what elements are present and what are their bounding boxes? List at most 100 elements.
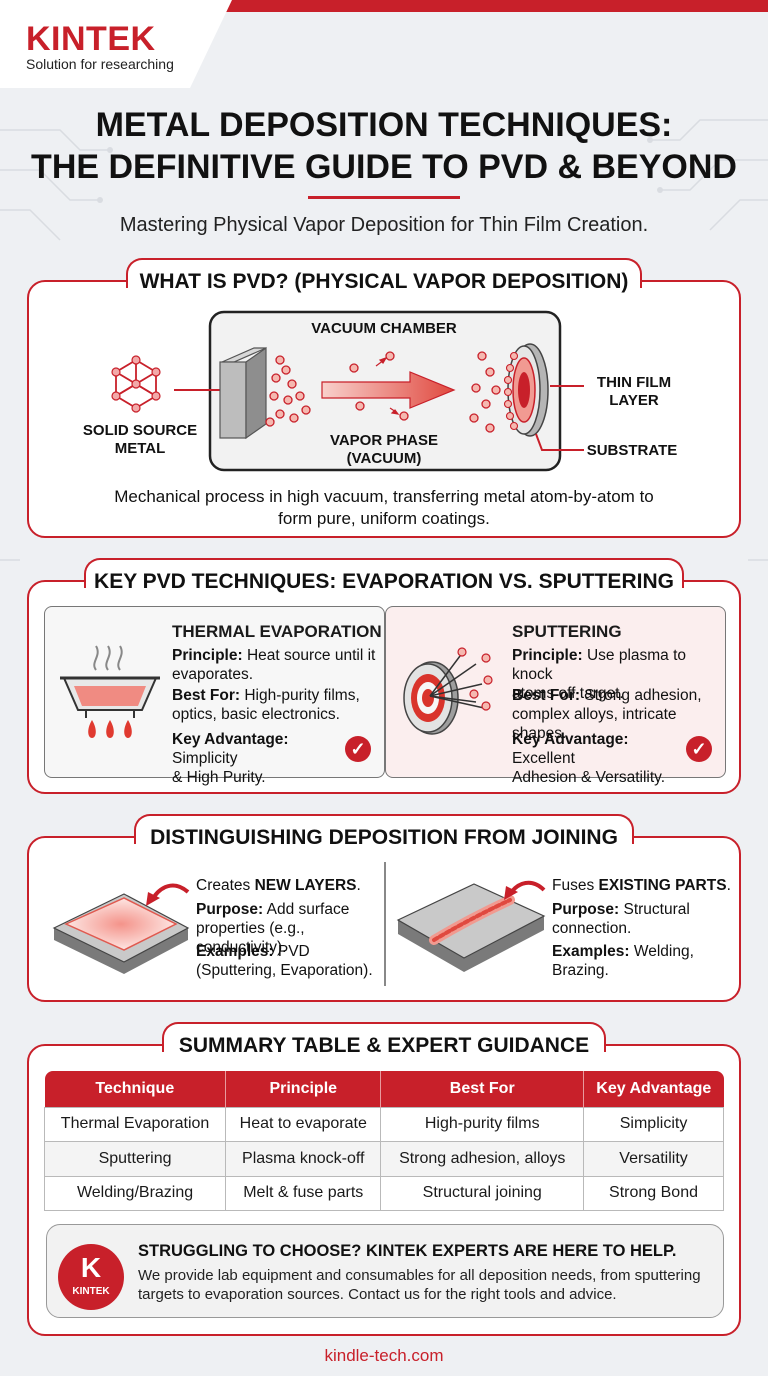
table-cell: Heat to evaporate: [225, 1106, 382, 1142]
deposition-creates-pre: Creates: [196, 877, 255, 894]
thin-film-label-line-2: LAYER: [609, 392, 659, 409]
pvd-card-tab: [126, 258, 642, 288]
sputtering-principle: Principle: Use plasma to knock atoms off…: [512, 646, 722, 703]
deposition-layer-icon: [52, 883, 190, 974]
deposition-creates: Creates NEW LAYERS.: [196, 876, 382, 895]
sputtering-principle-text-2: atoms off target.: [512, 685, 624, 702]
cta-body-line-2: targets to evaporation sources. Contact …: [138, 1286, 617, 1303]
evaporation-check-icon: ✓: [345, 736, 371, 762]
table-cell: Plasma knock-off: [225, 1141, 382, 1177]
substrate-label: SUBSTRATE: [586, 442, 678, 459]
joining-creates: Fuses EXISTING PARTS.: [552, 876, 732, 895]
table-cell: Strong Bond: [583, 1175, 724, 1211]
sputtering-best-for: Best For: Strong adhesion, complex alloy…: [512, 686, 724, 743]
joining-card-tab: [134, 814, 634, 844]
solid-source-label-line-2: METAL: [114, 440, 166, 457]
column-header-best-for: Best For: [380, 1071, 585, 1107]
badge-text: KINTEK: [72, 1286, 110, 1297]
evaporation-best-text-2: optics, basic electronics.: [172, 706, 340, 723]
table-cell: Melt & fuse parts: [225, 1175, 382, 1211]
joining-examples-key: Examples:: [552, 943, 630, 960]
solid-source-block: [219, 346, 267, 440]
evaporation-crucible-icon: [60, 645, 160, 738]
joining-examples-text-2: Brazing.: [552, 962, 609, 979]
table-row: Welding/Brazing Melt & fuse parts Struct…: [43, 1175, 724, 1211]
sputtering-principle-key: Principle:: [512, 647, 583, 664]
expert-help-callout: [46, 1224, 724, 1318]
pvd-description-line-2: form pure, uniform coatings.: [278, 509, 490, 528]
evaporation-advantage: Key Advantage: Simplicity & High Purity.: [172, 730, 352, 787]
page-subtitle: Mastering Physical Vapor Deposition for …: [119, 214, 649, 236]
vapor-phase-label-line-2: (VACUUM): [346, 450, 422, 467]
sputtering-check-icon: ✓: [686, 736, 712, 762]
joining-purpose-text-1: Structural: [619, 901, 690, 918]
pvd-heading: WHAT IS PVD? (PHYSICAL VAPOR DEPOSITION): [139, 270, 629, 293]
summary-heading: SUMMARY TABLE & EXPERT GUIDANCE: [178, 1034, 590, 1057]
table-cell: Strong adhesion, alloys: [380, 1141, 585, 1177]
deposition-examples-text-2: (Sputtering, Evaporation).: [196, 962, 373, 979]
substrate-disc: [507, 343, 549, 437]
deposition-creates-post: .: [356, 877, 361, 894]
evaporation-best-for: Best For: High-purity films, optics, bas…: [172, 686, 382, 724]
table-cell: Thermal Evaporation: [43, 1106, 227, 1142]
sputtering-title: SPUTTERING: [512, 622, 622, 641]
sputtering-best-text-1: Strong adhesion,: [580, 687, 702, 704]
deposition-arrow-icon: [321, 371, 456, 409]
title-underline: [308, 196, 460, 199]
evaporation-adv-text-2: & High Purity.: [172, 769, 266, 786]
sputtering-advantage: Key Advantage: Excellent Adhesion & Vers…: [512, 730, 692, 787]
thin-film-label: THIN FILM LAYER: [572, 374, 696, 410]
joining-examples: Examples: Welding, Brazing.: [552, 942, 732, 980]
column-header-key-advantage: Key Advantage: [583, 1071, 724, 1107]
vapor-phase-label: VAPOR PHASE (VACUUM): [316, 432, 452, 468]
summary-table: Technique Principle Best For Key Advanta…: [43, 1071, 724, 1211]
badge-letter: K: [80, 1252, 102, 1283]
kintek-badge-icon: K KINTEK: [58, 1244, 124, 1310]
brand-tagline: Solution for researching: [26, 56, 174, 72]
evaporation-best-key: Best For:: [172, 687, 241, 704]
page-title-line-2: THE DEFINITIVE GUIDE TO PVD & BEYOND: [31, 148, 737, 186]
vacuum-chamber-label: VACUUM CHAMBER: [311, 320, 457, 337]
evaporation-principle-key: Principle:: [172, 647, 243, 664]
evaporation-principle-text-1: Heat source until it: [242, 647, 376, 664]
page-title: METAL DEPOSITION TECHNIQUES: THE DEFINIT…: [0, 104, 768, 188]
pvd-diagram: [111, 310, 584, 472]
joining-divider: [384, 862, 386, 986]
techniques-card-tab: [84, 558, 684, 588]
brand-logo: KINTEK: [26, 20, 156, 58]
pvd-description-line-1: Mechanical process in high vacuum, trans…: [114, 487, 654, 506]
solid-source-label-line-1: SOLID SOURCE: [82, 422, 198, 439]
sputtering-principle-text-1: Use plasma to knock: [512, 647, 687, 683]
welded-parts-icon: [396, 880, 546, 972]
evaporation-adv-text-1: Simplicity: [172, 750, 238, 767]
vapor-phase-label-line-1: VAPOR PHASE: [329, 432, 439, 449]
evaporation-best-text-1: High-purity films,: [240, 687, 360, 704]
table-cell: Simplicity: [583, 1106, 724, 1142]
deposition-purpose: Purpose: Add surface properties (e.g., c…: [196, 900, 382, 957]
table-cell: High-purity films: [380, 1106, 585, 1142]
deposition-examples: Examples: PVD (Sputtering, Evaporation).: [196, 942, 382, 980]
cta-body: We provide lab equipment and consumables…: [138, 1266, 718, 1304]
joining-examples-text-1: Welding,: [629, 943, 694, 960]
table-row: Sputtering Plasma knock-off Strong adhes…: [43, 1141, 724, 1177]
deposition-purpose-key: Purpose:: [196, 901, 264, 918]
summary-table-header-row: Technique Principle Best For Key Advanta…: [44, 1071, 724, 1107]
footer-website-link[interactable]: kindle-tech.com: [324, 1346, 444, 1365]
joining-purpose-text-2: connection.: [552, 920, 632, 937]
sputtering-target-icon: [403, 647, 493, 735]
sputtering-best-key: Best For:: [512, 687, 581, 704]
evaporation-principle-text-2: evaporates.: [172, 666, 253, 683]
sputtering-best-text-2: complex alloys, intricate shapes.: [512, 706, 677, 742]
brand-logo-panel: [0, 0, 232, 88]
table-cell: Sputtering: [43, 1141, 227, 1177]
column-header-principle: Principle: [225, 1071, 382, 1107]
evaporation-principle: Principle: Heat source until it evaporat…: [172, 646, 382, 684]
deposition-examples-text-1: PVD: [273, 943, 310, 960]
deposition-purpose-text-2: properties (e.g., conductivity).: [196, 920, 305, 956]
top-accent-bar: [220, 0, 768, 12]
table-cell: Welding/Brazing: [43, 1175, 227, 1211]
joining-creates-post: .: [726, 877, 731, 894]
joining-heading: DISTINGUISHING DEPOSITION FROM JOINING: [150, 826, 618, 849]
vapor-atoms: [265, 351, 501, 433]
joining-purpose-key: Purpose:: [552, 901, 620, 918]
